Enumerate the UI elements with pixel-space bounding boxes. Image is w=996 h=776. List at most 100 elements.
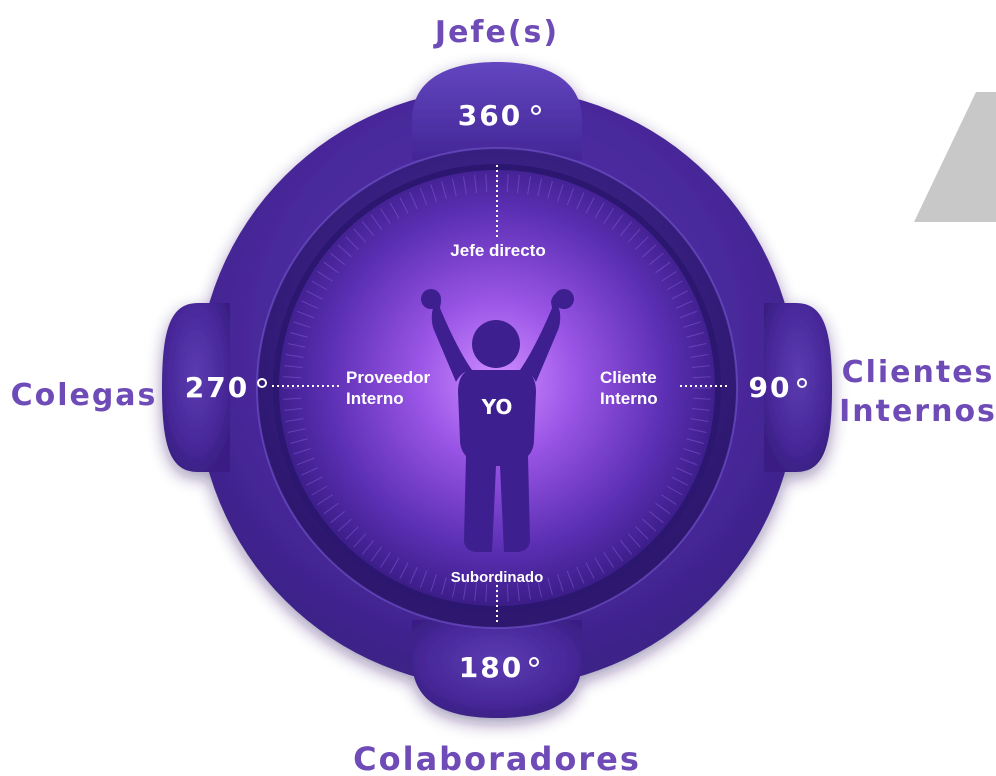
degree-right-symbol (797, 378, 807, 388)
tick-mark (287, 428, 306, 433)
tick-mark (603, 552, 614, 568)
tick-mark (306, 290, 323, 300)
tick-mark (389, 202, 400, 219)
tick-mark (297, 457, 315, 466)
tick-mark (666, 485, 683, 496)
label-top-outer: Jefe(s) (433, 15, 559, 50)
degree-top-value: 360 (458, 99, 522, 132)
person-icon (421, 289, 574, 552)
tick-mark (585, 197, 595, 214)
tick-mark (301, 467, 319, 476)
label-center-yo: YO (481, 395, 513, 419)
right-lobe (764, 303, 832, 472)
tick-mark (692, 376, 711, 379)
tick-mark (691, 365, 710, 369)
tick-mark (611, 546, 624, 562)
tick-mark (649, 252, 664, 266)
tick-mark (603, 208, 614, 224)
tick-mark (661, 494, 677, 505)
tick-ring (283, 174, 711, 602)
tick-mark (287, 343, 306, 348)
tick-mark (691, 407, 710, 411)
tick-mark (547, 181, 553, 199)
tick-mark (441, 577, 447, 595)
tick-mark (642, 244, 657, 258)
degree-left-value: 270 (185, 371, 249, 404)
tick-mark (527, 581, 531, 600)
tick-mark (537, 579, 542, 598)
tick-mark (619, 221, 633, 236)
tick-mark (353, 228, 367, 243)
label-inner-right-line1: Cliente (600, 368, 657, 387)
tick-mark (649, 510, 664, 524)
tick-mark (661, 271, 677, 282)
tick-mark (557, 184, 564, 202)
degree-bottom: 180 (459, 651, 539, 684)
tick-mark (441, 181, 447, 199)
tick-mark (679, 310, 697, 319)
tick-mark (566, 188, 575, 206)
tick-mark (516, 582, 520, 601)
tick-mark (627, 533, 641, 548)
label-inner-left-line2: Interno (346, 389, 404, 408)
tick-mark (463, 176, 467, 195)
tick-mark (675, 300, 693, 309)
tick-mark (688, 343, 707, 348)
tick-mark (380, 208, 391, 224)
tick-mark (686, 332, 704, 338)
tick-mark (686, 438, 704, 444)
tick-mark (311, 485, 328, 496)
tick-mark (635, 236, 649, 250)
tick-mark (576, 566, 585, 584)
tick-mark (655, 261, 671, 274)
tick-mark (301, 300, 319, 309)
tick-mark (323, 502, 339, 515)
tick-mark (283, 376, 302, 379)
tick-mark (463, 581, 467, 600)
tick-mark (361, 540, 375, 555)
tick-mark (683, 321, 701, 328)
tick-mark (671, 476, 688, 486)
degree-left: 270 (185, 371, 267, 404)
tick-mark (323, 261, 339, 274)
tick-mark (692, 397, 711, 400)
tick-mark (485, 174, 488, 193)
label-right-outer-line2: Internos (839, 394, 996, 429)
tick-mark (611, 214, 624, 230)
tick-mark (452, 178, 457, 197)
label-inner-bottom: Subordinado (451, 569, 544, 586)
degree-bottom-symbol (529, 657, 539, 667)
tick-mark (452, 579, 457, 598)
tick-mark (675, 467, 693, 476)
tick-mark (353, 533, 367, 548)
tick-mark (345, 526, 359, 540)
tick-mark (399, 562, 409, 579)
tick-mark (474, 175, 478, 194)
tick-mark (361, 221, 375, 236)
tick-mark (293, 448, 311, 455)
tick-mark (409, 192, 418, 210)
tick-mark (566, 570, 575, 588)
tick-mark (284, 407, 303, 411)
tick-mark (690, 418, 709, 422)
tick-mark (419, 570, 428, 588)
tick-mark (688, 428, 707, 433)
degree-left-symbol (257, 378, 267, 388)
tick-mark (430, 184, 437, 202)
tick-mark (337, 518, 352, 532)
tick-mark (594, 202, 605, 219)
tick-mark (337, 244, 352, 258)
tick-mark (283, 397, 302, 400)
tick-mark (557, 574, 564, 592)
degree-right-value: 90 (749, 371, 792, 404)
tick-mark (370, 546, 383, 562)
tick-mark (506, 174, 509, 193)
tick-mark (671, 290, 688, 300)
tick-mark (317, 494, 333, 505)
tick-mark (679, 457, 697, 466)
tick-mark (311, 280, 328, 291)
tick-mark (345, 236, 359, 250)
tick-mark (690, 354, 709, 358)
tick-mark (306, 476, 323, 486)
